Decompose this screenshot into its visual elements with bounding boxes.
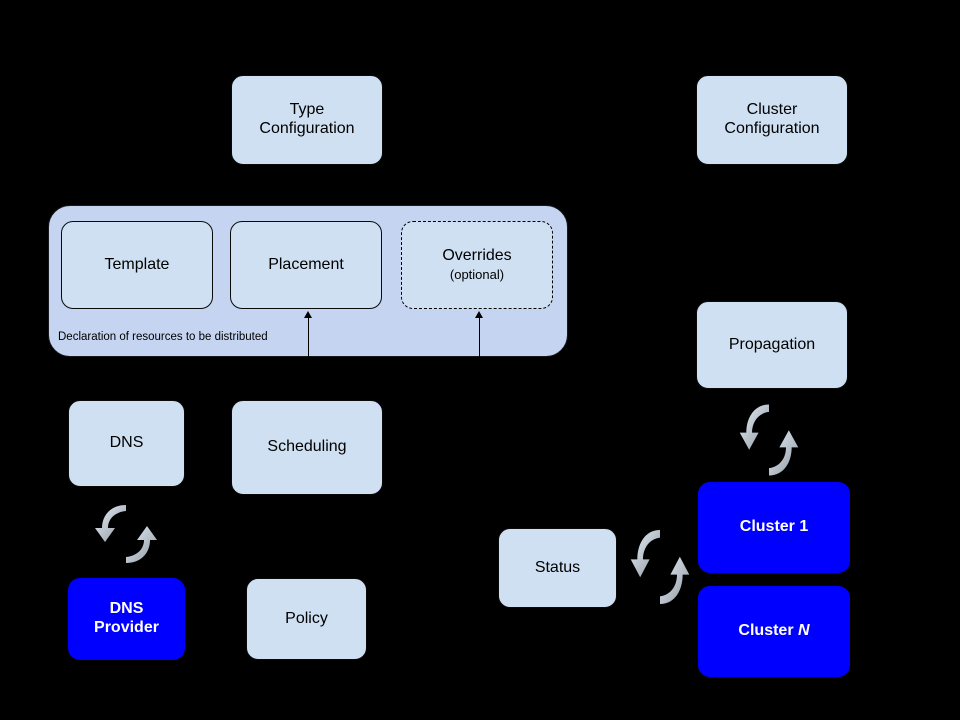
arrow-typeconfig-to-template-line [137, 196, 138, 213]
node-cluster-configuration-label: Cluster Configuration [724, 101, 820, 137]
node-overrides-sublabel: (optional) [449, 267, 505, 283]
node-placement[interactable]: Placement [230, 221, 382, 309]
node-dns-label: DNS [109, 434, 144, 452]
node-cluster-n[interactable]: Cluster N [698, 586, 850, 677]
node-cluster-n-label-prefix: Cluster [738, 622, 798, 640]
node-status-label: Status [534, 558, 581, 576]
node-dns-provider-label: DNS Provider [94, 600, 159, 636]
arrow-typeconfig-to-overrides-line [478, 196, 479, 213]
node-cluster-n-label: Cluster N [738, 622, 809, 641]
node-dns-provider[interactable]: DNS Provider [68, 578, 185, 660]
node-cluster-configuration[interactable]: Cluster Configuration [696, 75, 848, 165]
node-placement-label: Placement [268, 255, 344, 273]
node-status[interactable]: Status [498, 528, 617, 608]
arrow-policy-to-overrides-line [479, 317, 480, 385]
arrow-typeconfig-to-placement-line [306, 196, 307, 213]
node-template-label: Template [104, 255, 170, 273]
arrow-up-icon-overrides [474, 311, 483, 318]
node-overrides-label: Overrides [442, 247, 512, 265]
node-dns[interactable]: DNS [68, 400, 185, 487]
sync-icon-propagation [735, 396, 803, 484]
node-scheduling-label: Scheduling [267, 438, 347, 456]
node-cluster-1-label: Cluster 1 [739, 518, 809, 536]
node-scheduling[interactable]: Scheduling [231, 400, 383, 495]
node-template[interactable]: Template [61, 221, 213, 309]
node-propagation[interactable]: Propagation [696, 301, 848, 389]
node-cluster-1[interactable]: Cluster 1 [698, 482, 850, 573]
sync-icon-dns [90, 498, 162, 570]
node-cluster-n-label-index: N [798, 622, 810, 640]
node-policy-label: Policy [285, 609, 328, 627]
sync-icon-status [626, 521, 694, 613]
group-declaration-caption: Declaration of resources to be distribut… [58, 331, 268, 343]
node-overrides[interactable]: Overrides (optional) [401, 221, 553, 309]
node-propagation-label: Propagation [728, 335, 816, 353]
node-type-configuration[interactable]: Type Configuration [231, 75, 383, 165]
arrow-scheduling-to-placement-line [308, 317, 309, 385]
arrow-up-icon-placement [303, 311, 312, 318]
node-type-configuration-label: Type Configuration [259, 101, 355, 137]
node-policy[interactable]: Policy [246, 578, 367, 660]
